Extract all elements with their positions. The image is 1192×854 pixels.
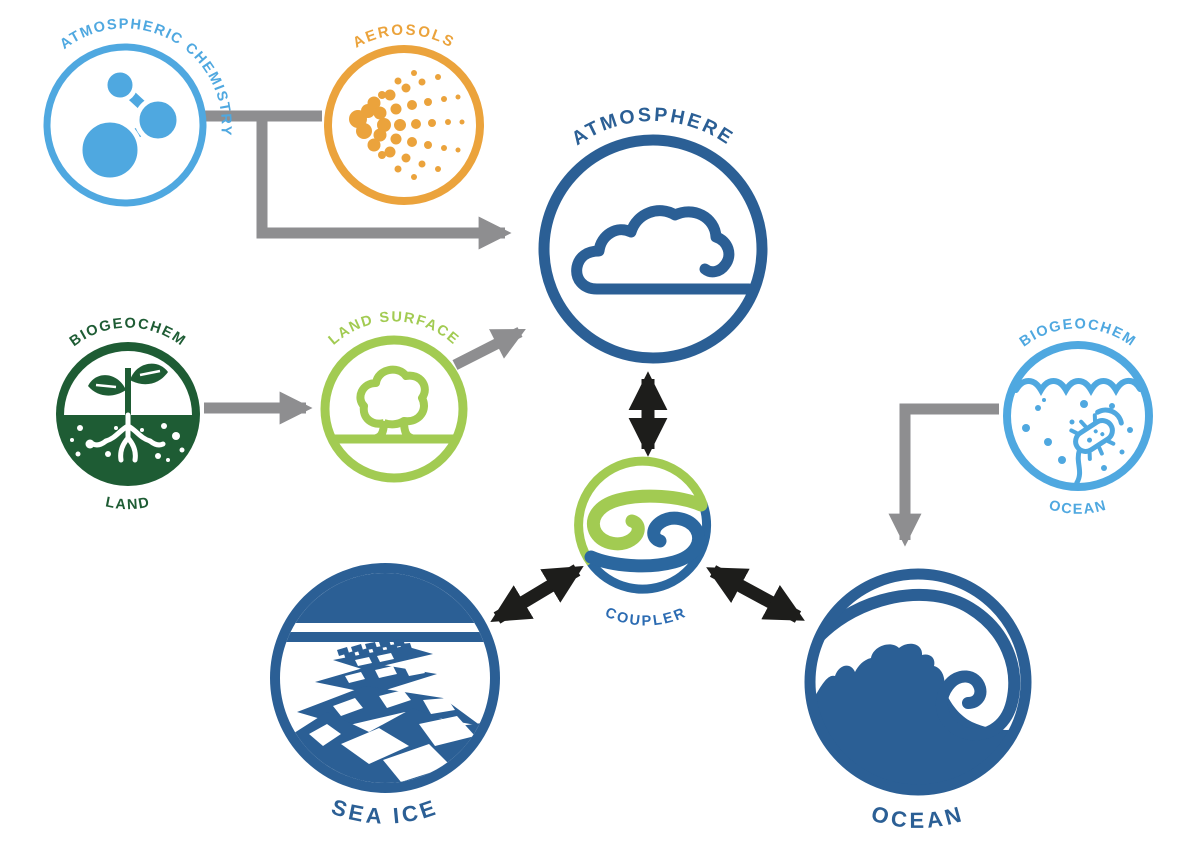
tree-icon	[332, 365, 456, 444]
coupler-label: COUPLER	[603, 605, 690, 630]
edge-coupler-ocean-doublearrow	[706, 565, 805, 623]
node-biogeochem-ocean: BIOGEOCHEM OCEAN	[1003, 316, 1153, 518]
node-aerosols: AEROSOLS	[324, 21, 484, 205]
edge-bgocean-ocean-arrow	[888, 403, 999, 547]
land-surface-ring	[320, 335, 468, 483]
soil-dots	[70, 423, 185, 462]
node-atmosphere: ATMOSPHERE	[538, 104, 768, 364]
node-coupler: COUPLER	[574, 456, 712, 630]
edge-atmchem-atmosphere-arrow	[256, 116, 512, 250]
edge-landsurface-atmosphere-arrow	[452, 327, 526, 370]
wave-icon	[805, 569, 1031, 795]
ocean-ring	[804, 568, 1032, 796]
edge-coupler-seaice-doublearrow	[490, 564, 584, 624]
node-biogeochem-land: BIOGEOCHEM LAND	[56, 315, 200, 513]
node-atmospheric-chemistry: ATMOSPHERIC CHEMISTRY	[43, 16, 232, 207]
edges-layer	[203, 110, 999, 624]
coupler-ring-green	[574, 456, 708, 566]
biogeochem-land-label-bottom: LAND	[104, 495, 152, 514]
molecule-icon	[77, 67, 182, 183]
node-sea-ice: SEA ICE	[270, 563, 500, 829]
biogeochem-ocean-ring	[1003, 341, 1153, 491]
atmosphere-ring	[538, 134, 768, 364]
coupler-s-swirl-green	[586, 489, 708, 551]
coupler-ring-blue	[587, 502, 712, 594]
biogeochem-ocean-label-bottom: OCEAN	[1047, 498, 1109, 518]
node-ocean: OCEAN	[804, 568, 1032, 833]
cloud-icon	[571, 205, 755, 295]
sprout-icon	[88, 363, 168, 415]
ice-floes-icon	[280, 573, 490, 783]
sea-ice-ring	[270, 563, 500, 793]
microbe-icon	[1069, 407, 1124, 486]
ocean-label: OCEAN	[869, 801, 968, 833]
node-land-surface: LAND SURFACE	[320, 309, 468, 483]
coupler-s-swirl-blue	[584, 511, 706, 573]
aerosol-spray-icon	[349, 70, 465, 180]
sea-ice-label: SEA ICE	[328, 794, 441, 829]
water-surface-icon	[1013, 377, 1143, 396]
